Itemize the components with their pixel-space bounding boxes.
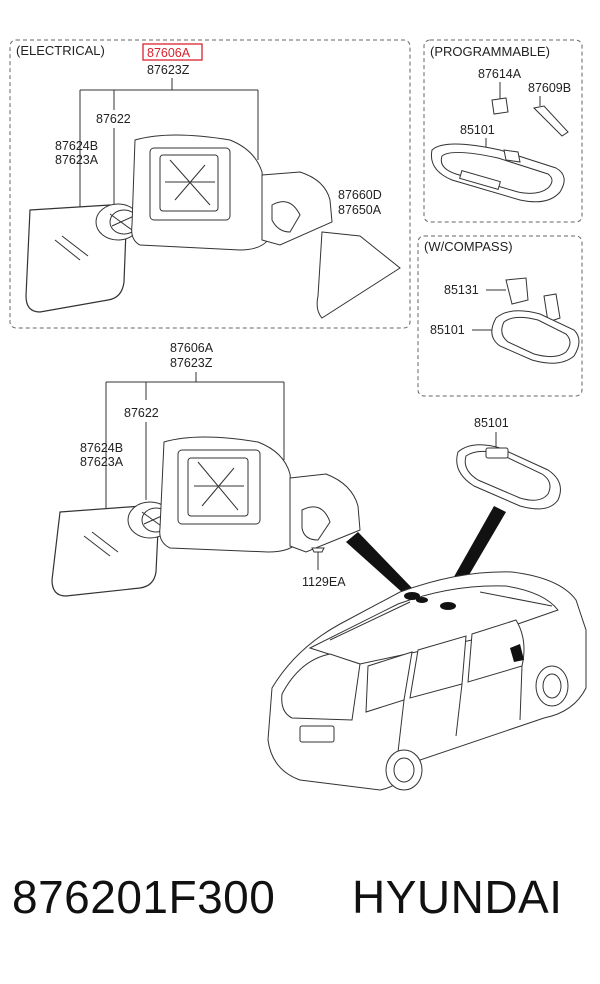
brand-name: HYUNDAI: [352, 871, 563, 923]
label-87624b-top[interactable]: 87624B: [55, 139, 98, 153]
highlight-frame: [142, 43, 203, 61]
label-85131[interactable]: 85131: [444, 283, 479, 297]
label-1129ea[interactable]: 1129EA: [302, 575, 346, 589]
label-87606a-highlight[interactable]: 87606A: [147, 46, 191, 60]
programmable-title: (PROGRAMMABLE): [430, 44, 550, 59]
compass-title: (W/COMPASS): [424, 239, 513, 254]
label-87624b-mid[interactable]: 87624B: [80, 441, 123, 455]
parts-diagram: (ELECTRICAL) 87606A 87623Z 87622 87624B …: [9, 39, 587, 791]
label-87623a-mid[interactable]: 87623A: [80, 455, 124, 469]
electrical-section: (ELECTRICAL) 87606A 87623Z 87622 87624B …: [9, 39, 411, 329]
label-87609b[interactable]: 87609B: [528, 81, 571, 95]
compass-section: (W/COMPASS) 85131 85101: [417, 235, 583, 397]
label-87622-top[interactable]: 87622: [96, 112, 131, 126]
label-85101-prog[interactable]: 85101: [460, 123, 495, 137]
footer: 876201F300 HYUNDAI: [0, 870, 600, 950]
mid-assembly: 87606A 87623Z 87622 87624B 87623A 1129EA…: [51, 341, 561, 597]
label-87623z-mid[interactable]: 87623Z: [170, 356, 213, 370]
part-number: 876201F300: [12, 871, 276, 923]
label-85101-mid[interactable]: 85101: [474, 416, 509, 430]
electrical-box: [9, 39, 411, 329]
label-87606a-mid[interactable]: 87606A: [170, 341, 214, 355]
label-87622-mid[interactable]: 87622: [124, 406, 159, 420]
label-87623a-top[interactable]: 87623A: [55, 153, 99, 167]
compass-box: [417, 235, 583, 397]
label-85101-compass[interactable]: 85101: [430, 323, 465, 337]
label-87650a-top[interactable]: 87650A: [338, 203, 382, 217]
vehicle-illustration: [267, 571, 587, 791]
programmable-box: [423, 39, 583, 223]
electrical-title: (ELECTRICAL): [16, 43, 105, 58]
programmable-section: (PROGRAMMABLE) 87614A 87609B 85101: [423, 39, 583, 223]
label-87623z-top[interactable]: 87623Z: [147, 63, 190, 77]
label-87660d-top[interactable]: 87660D: [338, 188, 382, 202]
label-87614a[interactable]: 87614A: [478, 67, 522, 81]
